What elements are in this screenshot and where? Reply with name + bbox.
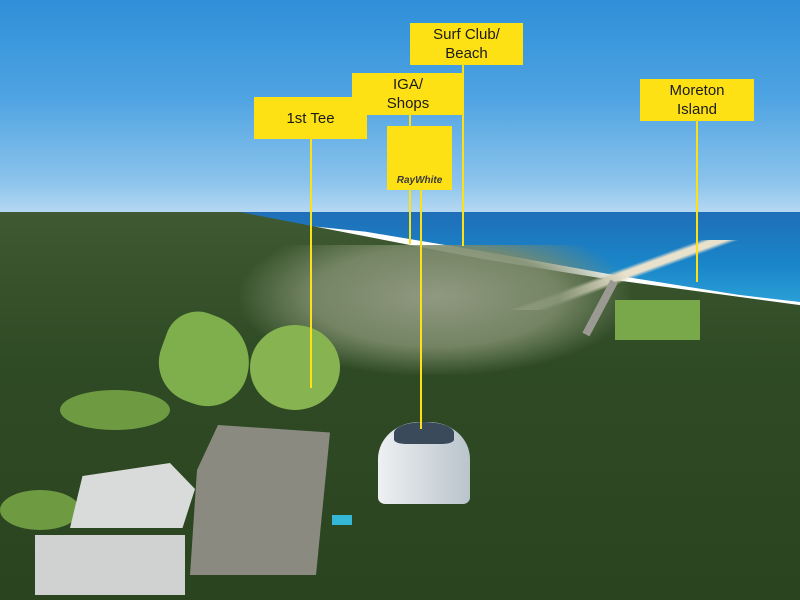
building — [35, 535, 185, 595]
sports-field — [615, 300, 700, 340]
fairway — [60, 390, 170, 430]
fairway — [250, 325, 340, 410]
leader-line-surf-club — [462, 64, 464, 246]
label-iga-shops: IGA/ Shops — [352, 73, 464, 115]
label-moreton-island: Moreton Island — [640, 79, 754, 121]
leader-line-1st-tee — [310, 138, 312, 388]
label-1st-tee: 1st Tee — [254, 97, 367, 139]
leader-line-moreton — [696, 120, 698, 282]
fairway — [0, 490, 80, 530]
leader-line-property — [420, 189, 422, 429]
car-park — [190, 425, 330, 575]
pool — [332, 515, 352, 525]
ray-white-logo: RayWhite — [387, 126, 452, 190]
label-surf-club-beach: Surf Club/ Beach — [410, 23, 523, 65]
tower-roof — [394, 422, 454, 444]
